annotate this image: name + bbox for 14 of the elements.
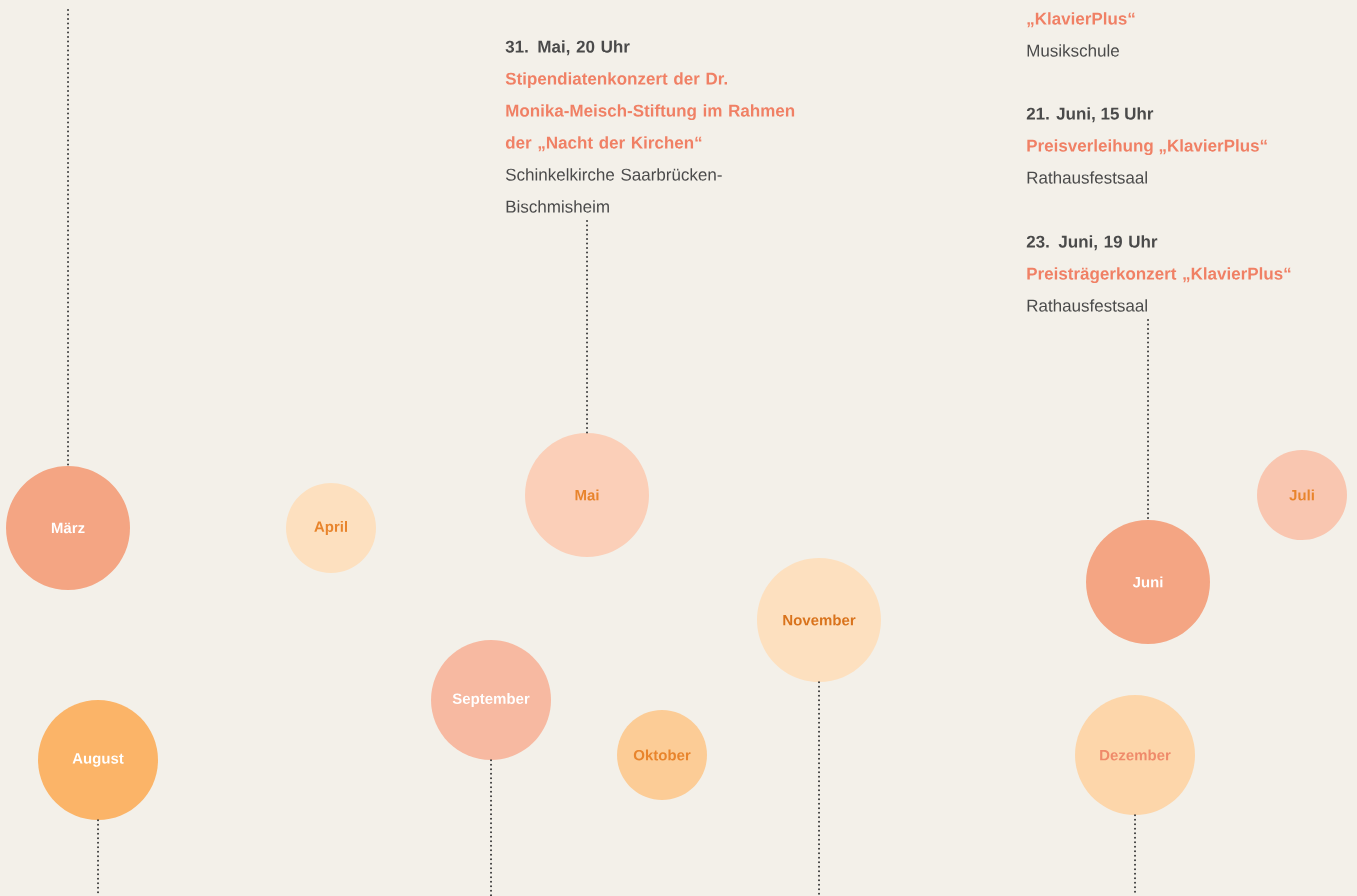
dotted-line [1134,814,1136,896]
event-title: Preisverleihung „KlavierPlus“ [1027,139,1267,156]
event-date: 21. Juni, 15 Uhr [1026,107,1154,123]
dotted-line [97,819,99,896]
dotted-line [1147,318,1149,521]
dotted-line [586,219,588,434]
venue-text: Rathausfestsaal [1027,171,1147,184]
venue-text: Musikschule [1027,44,1119,57]
dotted-line [818,681,820,896]
dotted-line [67,9,69,467]
event-title: „KlavierPlus“ [1027,12,1135,28]
event-text: 23. Juni, 19 Uhr Preisträgerkonzert „KlavierPlus“ Rathausfestsaal [1026,235,1291,312]
dotted-line [490,759,492,896]
event-text: 31. Mai, 20 Uhr Stipendiatenkonzert der Dr. Monika-Meisch-Stiftung im Rahmen der „Nacht der Kirchen“ Schinkelkirche Saarbrücken-Bischmisheim [505,40,795,213]
